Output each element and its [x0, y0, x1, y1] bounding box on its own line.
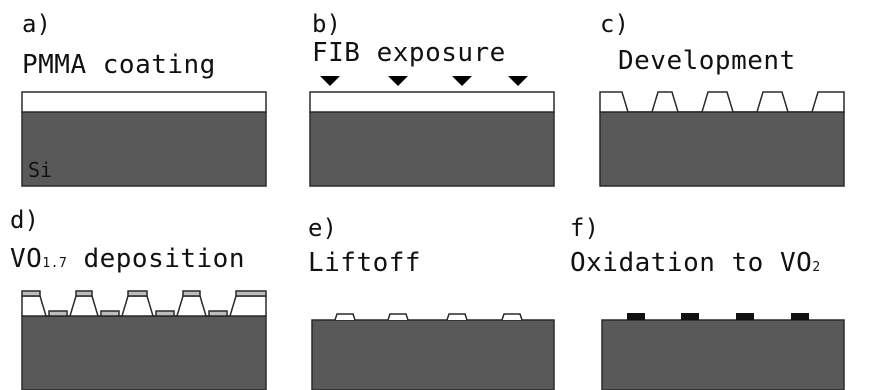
panel-d-title-main: VO [10, 244, 43, 274]
panel-f-letter: f) [570, 214, 599, 242]
panel-d-vo17-film-on-resist-2 [75, 290, 93, 297]
panel-d-vo17-deposit-4 [208, 310, 228, 317]
panel-c-si-substrate [599, 111, 845, 187]
panel-d-title-subscript: 1.7 [42, 256, 68, 271]
fib-beam-arrow-1 [320, 76, 340, 86]
panel-d-vo17-film-on-resist-4 [182, 290, 201, 297]
panel-e-vo17-island-4 [501, 313, 523, 321]
panel-c-title: Development [618, 46, 796, 76]
panel-e-title: Liftoff [308, 248, 422, 278]
panel-b-pmma-layer [309, 91, 555, 113]
panel-b-si-substrate [309, 111, 555, 187]
panel-a-si-substrate [21, 111, 267, 187]
panel-e-vo17-island-1 [334, 313, 356, 321]
substrate-label: Si [28, 158, 53, 182]
panel-a-letter: a) [22, 10, 51, 38]
panel-d-vo17-deposit-1 [48, 310, 68, 317]
panel-f-vo2-island-4 [791, 313, 809, 320]
panel-d-title: VO1.7 deposition [10, 246, 245, 272]
panel-e-si-substrate [311, 319, 555, 390]
panel-d-vo17-film-on-resist-3 [127, 290, 148, 297]
panel-f-vo2-island-3 [736, 313, 754, 320]
panel-f-vo2-island-1 [627, 313, 645, 320]
panel-d-vo17-film-on-resist-1 [21, 290, 41, 297]
panel-d-si-substrate [21, 315, 267, 390]
panel-f-title-subscript: 2 [812, 260, 821, 275]
panel-f-title: Oxidation to VO2 [570, 250, 821, 276]
panel-a-pmma-layer [21, 91, 267, 113]
panel-f-title-main: Oxidation to VO [570, 248, 813, 278]
fib-beam-arrow-4 [508, 76, 528, 86]
panel-d-vo17-deposit-2 [100, 310, 120, 317]
panel-c-letter: c) [600, 10, 629, 38]
panel-b-letter: b) [312, 10, 341, 38]
panel-d-title-rest: deposition [67, 244, 245, 274]
panel-d-letter: d) [10, 206, 39, 234]
panel-f-vo2-island-2 [681, 313, 699, 320]
fib-beam-arrow-2 [388, 76, 408, 86]
panel-e-vo17-island-3 [446, 313, 468, 321]
panel-f-si-substrate [601, 319, 845, 390]
fib-beam-arrow-3 [452, 76, 472, 86]
panel-e-vo17-island-2 [387, 313, 409, 321]
panel-d-vo17-deposit-3 [155, 310, 175, 317]
panel-d-vo17-film-on-resist-5 [235, 290, 267, 297]
panel-c-developed-pmma [599, 91, 845, 113]
panel-e-letter: e) [308, 214, 337, 242]
panel-a-title: PMMA coating [22, 50, 216, 80]
panel-b-title: FIB exposure [312, 38, 506, 68]
